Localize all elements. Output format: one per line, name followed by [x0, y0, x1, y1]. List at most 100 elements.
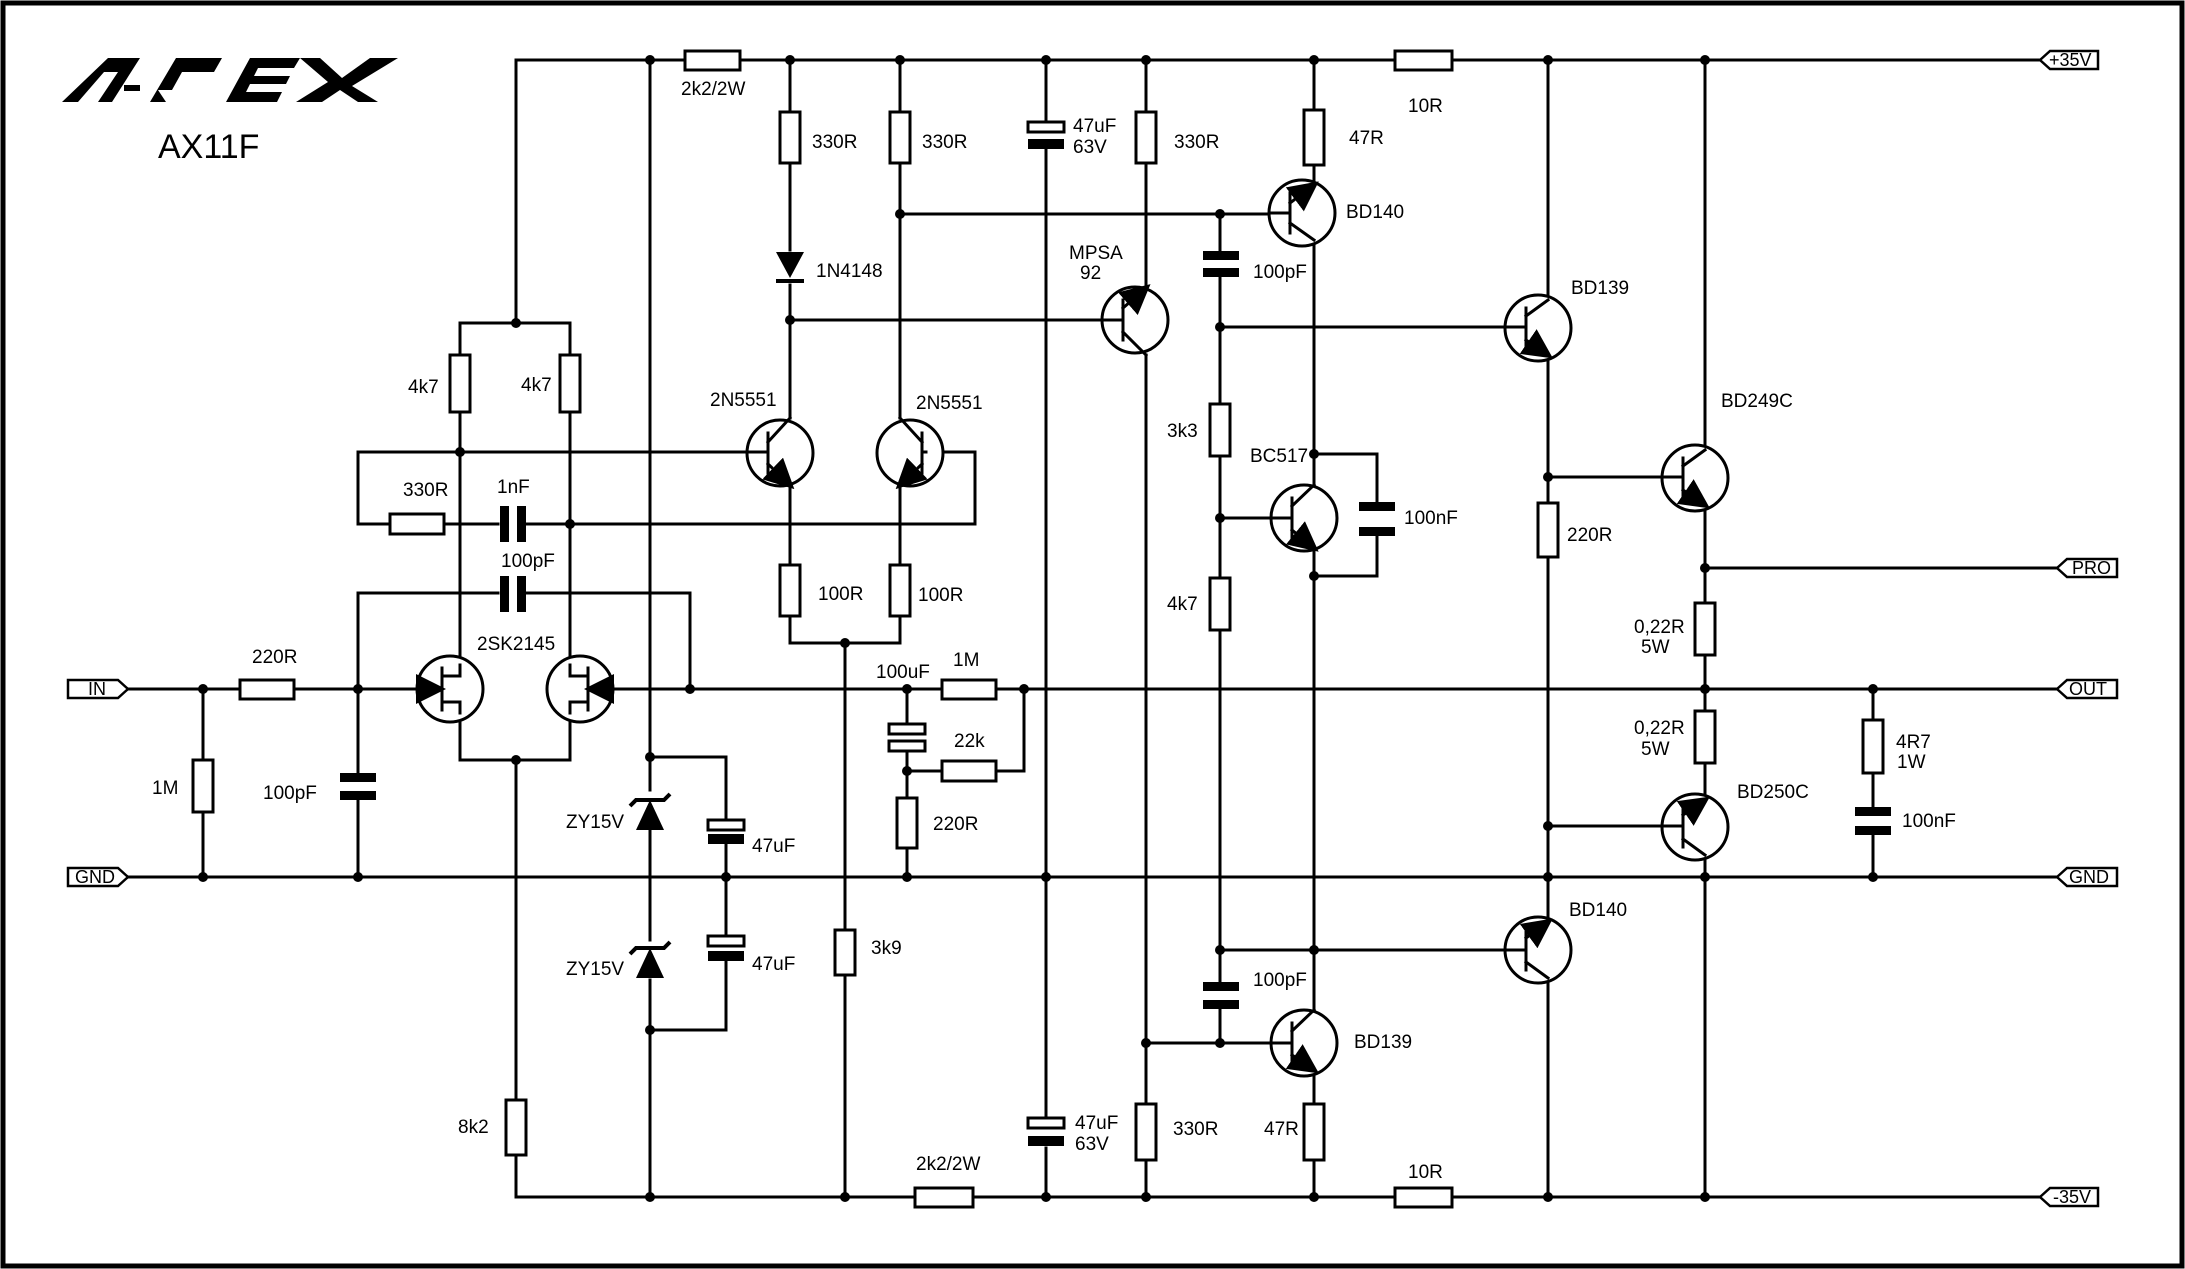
label-bc517: BC517 — [1250, 446, 1308, 467]
label-47uf-top: 47uF — [1073, 116, 1116, 137]
port-neg-supply: -35V — [2038, 1186, 2100, 1208]
label-4k7-vbe: 4k7 — [1167, 594, 1198, 615]
label-bd140-bottom: BD140 — [1569, 900, 1627, 921]
label-4k7-right: 4k7 — [521, 375, 552, 396]
resistor-10r-top — [1393, 49, 1454, 72]
label-220r-input: 220R — [252, 647, 297, 668]
label-3k9: 3k9 — [871, 938, 902, 959]
resistor-8k2 — [504, 1098, 528, 1157]
label-mpsa: MPSA — [1069, 243, 1123, 264]
transistor-2n5551-right — [875, 415, 945, 490]
junction-dots — [198, 55, 1878, 1202]
resistor-4r7 — [1861, 718, 1885, 775]
label-22k: 22k — [954, 731, 985, 752]
label-2k2-bottom: 2k2/2W — [916, 1154, 980, 1175]
label-2n5551-left: 2N5551 — [710, 390, 777, 411]
label-47uf-bottom: 47uF — [1075, 1113, 1118, 1134]
capacitor-100pf-vas — [1203, 251, 1239, 277]
capacitor-100nf-bias — [1359, 502, 1395, 536]
label-2n5551-right: 2N5551 — [916, 393, 983, 414]
resistor-3k3 — [1208, 402, 1232, 458]
label-47uf-zener-1: 47uF — [752, 836, 795, 857]
label-bd249c: BD249C — [1721, 391, 1793, 412]
label-022r-bottom: 0,22R — [1634, 718, 1685, 739]
label-330r-feedback: 330R — [403, 480, 448, 501]
label-8k2: 8k2 — [458, 1117, 489, 1138]
label-100pf-fet: 100pF — [501, 551, 555, 572]
label-1w: 1W — [1897, 752, 1926, 773]
label-1nf: 1nF — [497, 477, 530, 498]
transistor-2n5551-left — [745, 415, 815, 490]
resistor-4k7-left — [448, 353, 472, 414]
label-mpsa-92: 92 — [1080, 263, 1101, 284]
label-330r-b: 330R — [922, 132, 967, 153]
label-10r-top: 10R — [1408, 96, 1443, 117]
resistor-47r-bottom — [1302, 1102, 1326, 1162]
label-100nf-zobel: 100nF — [1902, 811, 1956, 832]
label-220r-driver: 220R — [1567, 525, 1612, 546]
svg-text:-35V: -35V — [2053, 1187, 2091, 1207]
label-100pf-vas: 100pF — [1253, 262, 1307, 283]
transistor-bd249c — [1660, 443, 1730, 513]
label-bd250c: BD250C — [1737, 782, 1809, 803]
port-pos-supply: +35V — [2038, 49, 2100, 71]
transistor-bd250c — [1660, 792, 1730, 862]
capacitor-100uf — [887, 722, 927, 753]
capacitor-100pf-bottom — [1203, 982, 1239, 1009]
svg-text:+35V: +35V — [2049, 50, 2092, 70]
label-1m-feedback: 1M — [953, 650, 979, 671]
capacitor-47uf-zener-1 — [706, 818, 746, 844]
resistor-1m-feedback — [940, 678, 998, 701]
label-022r-top: 0,22R — [1634, 617, 1685, 638]
label-330r-a: 330R — [812, 132, 857, 153]
svg-text:OUT: OUT — [2069, 679, 2107, 699]
label-zy15v-top: ZY15V — [566, 812, 624, 833]
label-47r-bottom: 47R — [1264, 1119, 1299, 1140]
capacitor-47uf-bottom — [1026, 1116, 1066, 1146]
transistor-bd139-bottom — [1238, 1007, 1339, 1078]
label-100pf-bottom: 100pF — [1253, 970, 1307, 991]
label-1n4148: 1N4148 — [816, 261, 883, 282]
jfet-2sk2145-left — [415, 654, 485, 724]
label-zy15v-bottom: ZY15V — [566, 959, 624, 980]
apex-logo — [62, 58, 398, 102]
resistor-022r-top — [1693, 601, 1717, 657]
label-3k3: 3k3 — [1167, 421, 1198, 442]
label-100nf-bias: 100nF — [1404, 508, 1458, 529]
label-4k7-left: 4k7 — [408, 377, 439, 398]
jfet-2sk2145-right — [545, 654, 615, 724]
label-63v-top: 63V — [1073, 137, 1107, 158]
transistor-bd140-bottom — [1503, 915, 1573, 985]
resistor-022r-bottom — [1693, 709, 1717, 765]
label-2sk2145: 2SK2145 — [477, 634, 555, 655]
model-name: AX11F — [158, 128, 259, 166]
resistor-22k — [940, 759, 998, 783]
resistor-330r-c — [1134, 110, 1158, 165]
label-47uf-zener-2: 47uF — [752, 954, 795, 975]
resistor-220r-feedback — [895, 796, 919, 850]
resistor-220r-driver — [1536, 501, 1560, 559]
resistor-220r-input — [238, 678, 296, 701]
resistor-100r-right — [888, 563, 912, 618]
resistor-330r-a — [778, 110, 802, 165]
label-10r-bottom: 10R — [1408, 1162, 1443, 1183]
label-63v-bottom: 63V — [1075, 1134, 1109, 1155]
resistor-330r-b — [888, 110, 912, 165]
label-bd139-top: BD139 — [1571, 278, 1629, 299]
label-bd140-top: BD140 — [1346, 202, 1404, 223]
resistor-10r-bottom — [1393, 1186, 1454, 1209]
diode-1n4148 — [776, 252, 804, 283]
label-100pf-input: 100pF — [263, 783, 317, 804]
capacitor-100pf-input — [340, 773, 376, 800]
port-pro: PRO — [2055, 557, 2119, 579]
resistor-47r-top — [1302, 108, 1326, 167]
transistor-mpsa92 — [1100, 284, 1170, 358]
label-5w-top: 5W — [1641, 637, 1670, 658]
label-47r-top: 47R — [1349, 128, 1384, 149]
port-in: IN — [66, 678, 130, 700]
resistor-2k2-top — [683, 49, 742, 72]
resistor-1m-input — [191, 758, 215, 814]
svg-text:GND: GND — [2069, 867, 2109, 887]
label-bd139-bottom: BD139 — [1354, 1032, 1412, 1053]
